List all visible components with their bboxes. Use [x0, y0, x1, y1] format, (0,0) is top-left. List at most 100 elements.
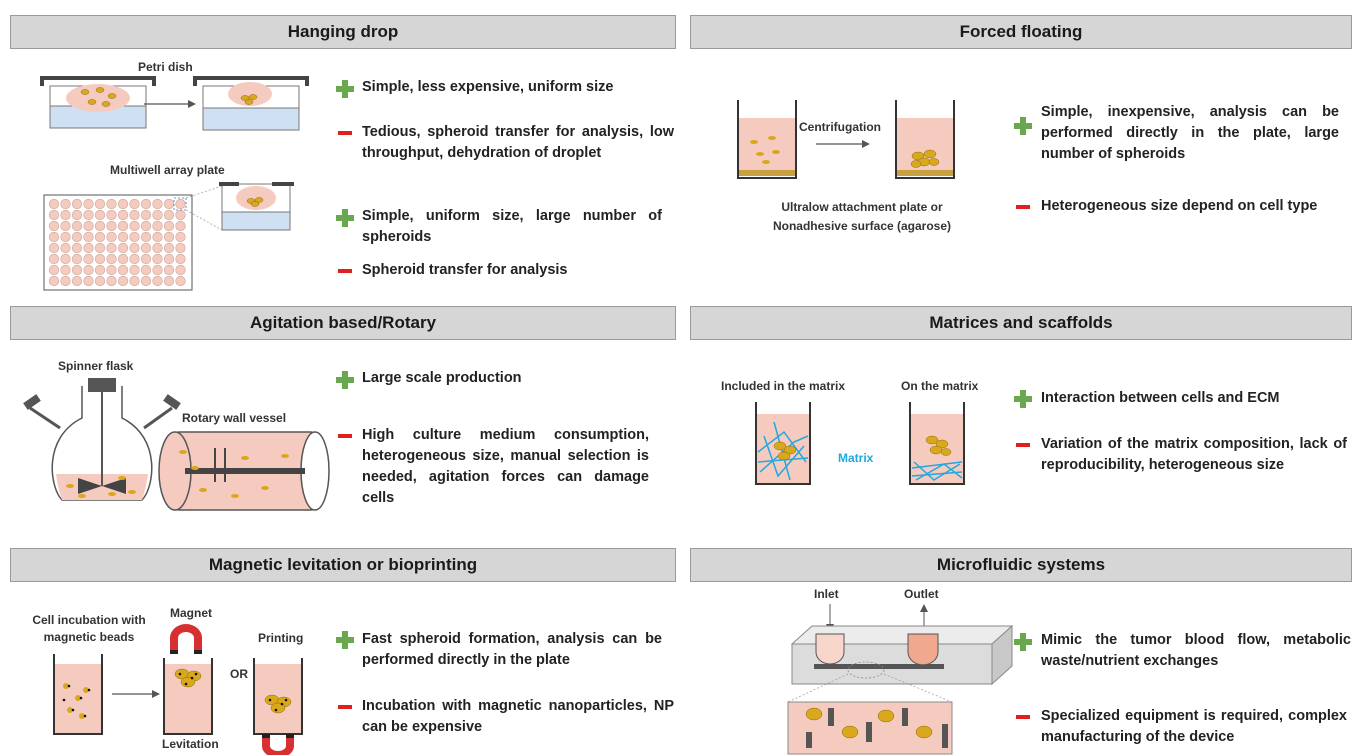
well — [140, 275, 152, 287]
well — [152, 209, 163, 221]
well — [163, 253, 175, 265]
well — [48, 275, 60, 287]
incubation-label-line2: magnetic beads — [43, 630, 135, 644]
well — [60, 253, 71, 265]
plus-icon — [1014, 117, 1032, 135]
well — [175, 220, 186, 232]
well — [117, 275, 129, 287]
well — [140, 253, 152, 265]
well — [140, 242, 152, 254]
well — [152, 242, 163, 254]
hanging-drop-con-1: Tedious, spheroid transfer for analysis,… — [362, 124, 674, 161]
well — [140, 209, 152, 221]
well — [117, 231, 129, 243]
well — [152, 275, 163, 287]
well — [71, 242, 83, 254]
well — [83, 220, 94, 232]
well — [94, 198, 106, 210]
forced-floating-illustration — [737, 100, 955, 179]
plate-label-line2: Nonadhesive surface (agarose) — [772, 219, 952, 233]
minus-icon — [338, 131, 352, 135]
well — [129, 198, 140, 210]
well — [140, 231, 152, 243]
well — [94, 264, 106, 276]
well — [83, 231, 94, 243]
well — [117, 198, 129, 210]
well — [83, 198, 94, 210]
well — [117, 220, 129, 232]
minus-icon — [1016, 443, 1030, 447]
incubation-label-line1: Cell incubation with — [32, 613, 146, 627]
outlet-label: Outlet — [904, 587, 939, 601]
well — [175, 198, 186, 210]
well — [129, 220, 140, 232]
well — [152, 220, 163, 232]
agitation-pro: Large scale production — [362, 370, 522, 386]
well — [163, 264, 175, 276]
header-microfluidic: Microfluidic systems — [690, 548, 1352, 582]
well — [106, 209, 117, 221]
well — [106, 253, 117, 265]
minus-icon — [1016, 715, 1030, 719]
plus-icon — [336, 209, 354, 227]
well — [129, 253, 140, 265]
well — [106, 231, 117, 243]
well — [48, 231, 60, 243]
well — [71, 209, 83, 221]
well — [48, 253, 60, 265]
well — [48, 209, 60, 221]
well — [140, 198, 152, 210]
well — [106, 275, 117, 287]
well — [94, 231, 106, 243]
well — [60, 242, 71, 254]
well — [71, 231, 83, 243]
well — [83, 242, 94, 254]
well — [71, 264, 83, 276]
well — [60, 198, 71, 210]
hanging-drop-pro-1: Simple, less expensive, uniform size — [362, 79, 614, 95]
magnetic-con: Incubation with magnetic nanoparticles, … — [362, 698, 674, 735]
well — [106, 264, 117, 276]
rotary-wall-vessel-label: Rotary wall vessel — [182, 411, 287, 425]
header-magnetic: Magnetic levitation or bioprinting — [10, 548, 676, 582]
well — [71, 275, 83, 287]
well — [94, 242, 106, 254]
petri-dish-label: Petri dish — [138, 60, 193, 74]
matrices-con: Variation of the matrix composition, lac… — [1041, 436, 1347, 473]
well — [106, 220, 117, 232]
minus-icon — [1016, 205, 1030, 209]
well — [140, 264, 152, 276]
well — [163, 220, 175, 232]
well — [152, 264, 163, 276]
well — [117, 253, 129, 265]
header-agitation: Agitation based/Rotary — [10, 306, 676, 340]
included-matrix-label: Included in the matrix — [721, 379, 846, 393]
plus-icon — [336, 631, 354, 649]
petri-dish-illustration — [40, 76, 309, 131]
minus-icon — [338, 434, 352, 438]
magnetic-pro: Fast spheroid formation, analysis can be… — [362, 631, 662, 668]
well — [163, 198, 175, 210]
well — [48, 264, 60, 276]
rotary-vessel-illustration — [158, 431, 330, 511]
well — [94, 220, 106, 232]
magnetic-illustration — [53, 624, 303, 755]
well — [48, 242, 60, 254]
well — [175, 275, 186, 287]
header-hanging-drop: Hanging drop — [10, 15, 676, 49]
header-matrices: Matrices and scaffolds — [690, 306, 1352, 340]
well — [129, 231, 140, 243]
matrix-label: Matrix — [838, 451, 874, 465]
well — [60, 264, 71, 276]
spinner-flask-illustration — [23, 378, 181, 501]
microfluidic-pro: Mimic the tumor blood flow, metabolic wa… — [1041, 632, 1351, 669]
microfluidic-illustration — [787, 604, 1014, 755]
well — [94, 253, 106, 265]
well — [83, 264, 94, 276]
well — [117, 264, 129, 276]
well — [60, 231, 71, 243]
multiwell-plate-illustration — [43, 182, 294, 291]
hanging-drop-con-2: Spheroid transfer for analysis — [362, 262, 568, 278]
well — [175, 209, 186, 221]
well — [129, 242, 140, 254]
